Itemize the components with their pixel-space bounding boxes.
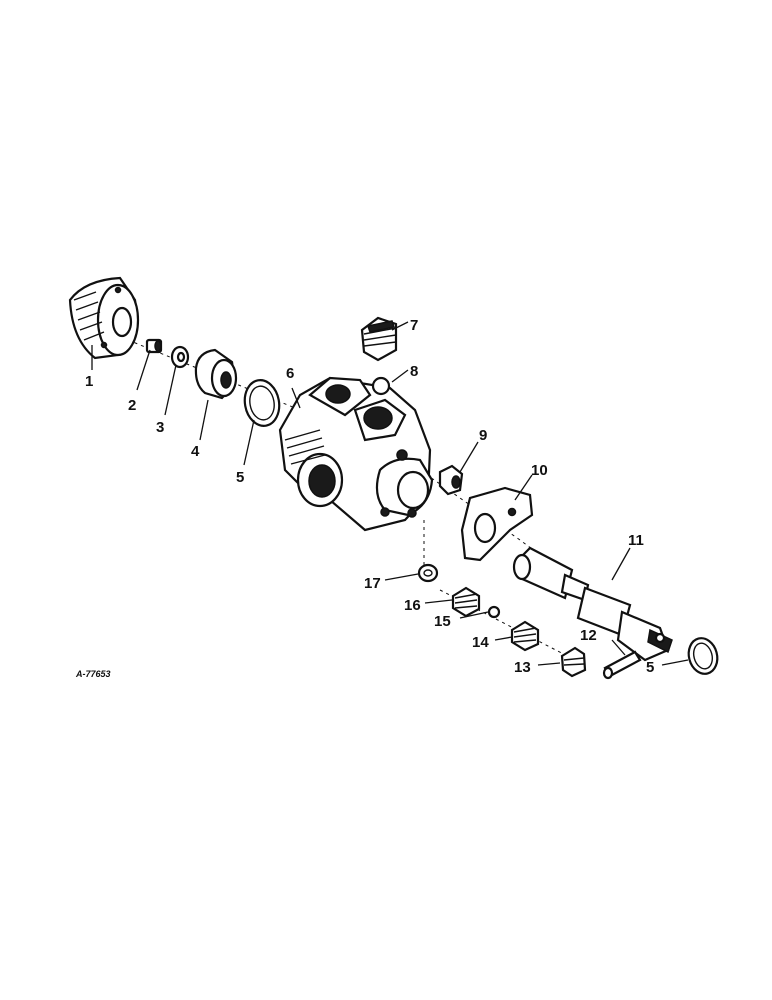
part-17-washer <box>417 563 439 583</box>
callout-9: 9 <box>479 427 487 444</box>
callout-8: 8 <box>410 363 418 380</box>
leader-lines <box>91 321 689 666</box>
part-8-ball <box>371 376 391 396</box>
part-1-end-cap <box>68 276 140 360</box>
part-9-plug <box>438 464 464 496</box>
part-12-pin <box>602 650 642 680</box>
part-5-o-ring-left <box>243 379 281 427</box>
callout-10: 10 <box>531 462 548 479</box>
callout-11: 11 <box>628 532 644 549</box>
part-6-valve-body <box>278 376 434 532</box>
part-11-spool <box>512 546 673 662</box>
callout-14: 14 <box>472 634 489 651</box>
callout-4: 4 <box>191 443 200 460</box>
part-2-nut <box>145 338 163 354</box>
part-14-spring <box>510 620 540 652</box>
drawing-reference: A-77653 <box>75 669 111 679</box>
part-10-bracket <box>460 486 534 562</box>
callout-2: 2 <box>128 397 136 414</box>
part-7-plug <box>360 316 398 362</box>
part-15-ball <box>487 605 501 619</box>
part-13-plug <box>560 646 587 678</box>
callout-15: 15 <box>434 613 451 630</box>
part-3-washer <box>170 345 190 369</box>
callout-16: 16 <box>404 597 421 614</box>
callout-17: 17 <box>364 575 381 592</box>
callout-5-left: 5 <box>236 469 244 486</box>
part-16-spring <box>451 586 481 618</box>
callout-13: 13 <box>514 659 531 676</box>
callout-6: 6 <box>286 365 294 382</box>
callout-3: 3 <box>156 419 164 436</box>
callout-7: 7 <box>410 317 418 334</box>
callout-5-right: 5 <box>646 659 654 676</box>
callout-12: 12 <box>580 627 597 644</box>
callout-labels: 1 2 3 4 5 6 7 8 9 10 11 12 5 13 14 15 16… <box>85 317 654 676</box>
callout-1: 1 <box>85 373 93 390</box>
part-4-sleeve <box>194 348 238 400</box>
part-5-o-ring-right <box>687 637 719 675</box>
